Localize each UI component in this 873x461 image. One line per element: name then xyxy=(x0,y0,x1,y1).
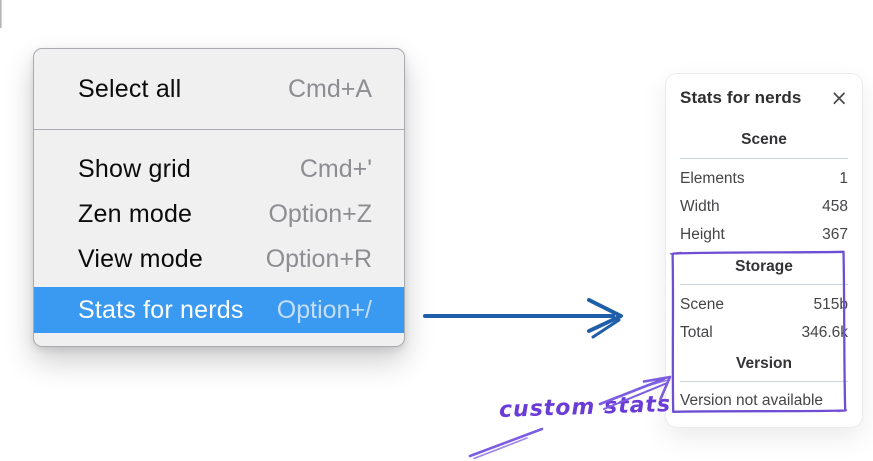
menu-item-zen-mode[interactable]: Zen mode Option+Z xyxy=(34,192,404,237)
menu-item-label: Show grid xyxy=(78,155,191,183)
menu-item-stats-for-nerds[interactable]: Stats for nerds Option+/ xyxy=(34,287,404,333)
scene-rows: Elements 1 Width 458 Height 367 xyxy=(680,165,848,249)
menu-group-top: Select all Cmd+A xyxy=(34,49,404,129)
stat-label: Height xyxy=(680,226,725,243)
stats-for-nerds-panel: Stats for nerds × Scene Elements 1 Width… xyxy=(665,73,863,428)
close-icon[interactable]: × xyxy=(830,85,848,110)
stat-label: Scene xyxy=(680,296,724,313)
stat-value: 458 xyxy=(822,198,848,215)
stat-value: 346.6k xyxy=(801,324,848,341)
custom-stats-annotation: custom stats xyxy=(498,392,672,423)
flow-arrow xyxy=(423,298,623,339)
menu-item-shortcut: Option+Z xyxy=(268,200,372,228)
storage-section-heading: Storage xyxy=(735,258,793,275)
menu-item-shortcut: Option+R xyxy=(265,245,372,273)
stat-label: Total xyxy=(680,324,713,341)
stats-panel-header: Stats for nerds × xyxy=(680,86,848,110)
menu-group-bottom: Show grid Cmd+' Zen mode Option+Z View m… xyxy=(34,130,404,333)
stat-value: 515b xyxy=(813,296,848,313)
stat-label: Width xyxy=(680,198,720,215)
stat-row-scene-storage: Scene 515b xyxy=(680,291,848,319)
stat-label: Elements xyxy=(680,170,745,187)
version-message: Version not available xyxy=(680,392,824,409)
stat-value: 367 xyxy=(822,226,848,243)
menu-item-shortcut: Option+/ xyxy=(276,295,372,324)
menu-divider xyxy=(34,129,404,130)
menu-item-show-grid[interactable]: Show grid Cmd+' xyxy=(34,147,404,192)
stat-row-elements: Elements 1 xyxy=(680,165,848,193)
section-divider xyxy=(680,158,848,159)
stats-panel-title: Stats for nerds xyxy=(680,88,802,107)
version-section-heading: Version xyxy=(736,355,792,372)
menu-item-select-all[interactable]: Select all Cmd+A xyxy=(34,49,404,129)
menu-item-label: Select all xyxy=(78,74,182,103)
menu-item-label: Stats for nerds xyxy=(78,295,244,324)
canvas-edge-artifact xyxy=(0,0,2,28)
menu-item-view-mode[interactable]: View mode Option+R xyxy=(34,237,404,282)
stat-row-width: Width 458 xyxy=(680,193,848,221)
stat-value: 1 xyxy=(839,170,848,187)
menu-item-label: View mode xyxy=(78,245,204,273)
section-divider xyxy=(680,284,848,285)
menu-item-shortcut: Cmd+A xyxy=(287,74,372,103)
stat-row-total-storage: Total 346.6k xyxy=(680,319,848,347)
menu-item-shortcut: Cmd+' xyxy=(299,155,372,183)
storage-rows: Scene 515b Total 346.6k xyxy=(680,291,848,347)
menu-item-label: Zen mode xyxy=(78,200,193,228)
context-menu: Select all Cmd+A Show grid Cmd+' Zen mod… xyxy=(33,48,405,347)
section-divider xyxy=(680,381,848,382)
scene-section-heading: Scene xyxy=(741,131,787,148)
stat-row-height: Height 367 xyxy=(680,221,848,249)
